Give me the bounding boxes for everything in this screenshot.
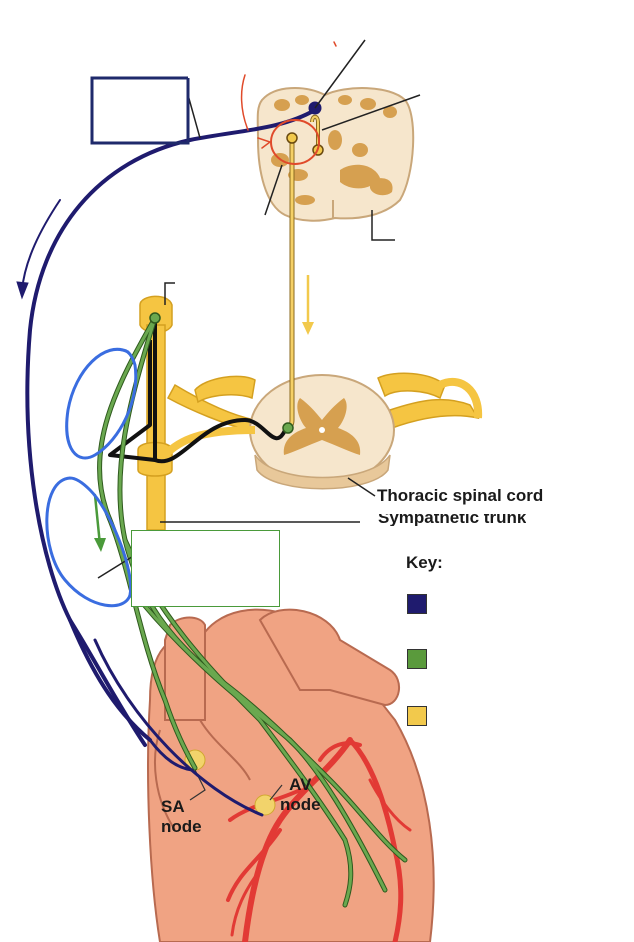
downward-arrow-green: [93, 493, 102, 547]
av-node-label: AV node: [280, 775, 321, 815]
upper-spinal-cord-section: [256, 87, 415, 222]
postganglionic-sympathetic-fibers: [93, 312, 408, 908]
heart: [147, 608, 435, 942]
central-canal: [319, 427, 325, 433]
empty-answer-box: [131, 530, 280, 607]
sympathetic-trunk-label: Sympathetic trunk: [378, 514, 526, 526]
rami-communicantes: [162, 426, 256, 458]
hand-annotations: [45, 41, 337, 608]
thoracic-cord-base: [254, 454, 391, 490]
key-swatch-parasympathetic: [407, 594, 427, 614]
aorta: [258, 608, 400, 707]
av-node-label-line2: node: [280, 795, 321, 814]
red-squiggle-annotation: [240, 74, 272, 149]
av-node-leader: [269, 784, 283, 801]
spinal-nerve-right: [389, 398, 480, 430]
right-atrium-outline: [154, 719, 251, 831]
parasympathetic-vagus-fiber: [16, 101, 322, 817]
dorsal-root-ganglion-right: [377, 372, 446, 400]
blue-loop-annotation-upper: [65, 347, 138, 460]
leader-lines: [97, 39, 421, 579]
av-node-label-line1: AV: [289, 775, 312, 794]
sympathetic-trunk-text: Sympathetic trunk: [378, 514, 527, 526]
thoracic-spinal-cord-label: Thoracic spinal cord: [377, 486, 544, 505]
empty-label-bracket: [90, 76, 190, 145]
key-title: Key:: [406, 553, 443, 572]
dorsal-root-ganglion-left: [194, 375, 256, 404]
key-swatch-preganglionic: [407, 706, 427, 726]
sa-node-label-line1: SA: [161, 797, 185, 816]
key-swatch-postganglionic: [407, 649, 427, 669]
thoracic-gray-matter: [283, 398, 361, 455]
sa-node-label-line2: node: [161, 817, 202, 836]
upper-cord-gray-matter: [271, 95, 397, 205]
downward-arrow-blue: [21, 199, 61, 291]
nerve-loop-right: [438, 377, 483, 419]
blue-loop-annotation-lower: [45, 476, 133, 608]
chain-black-fiber: [108, 322, 288, 464]
sa-node-label: SA node: [161, 797, 202, 837]
